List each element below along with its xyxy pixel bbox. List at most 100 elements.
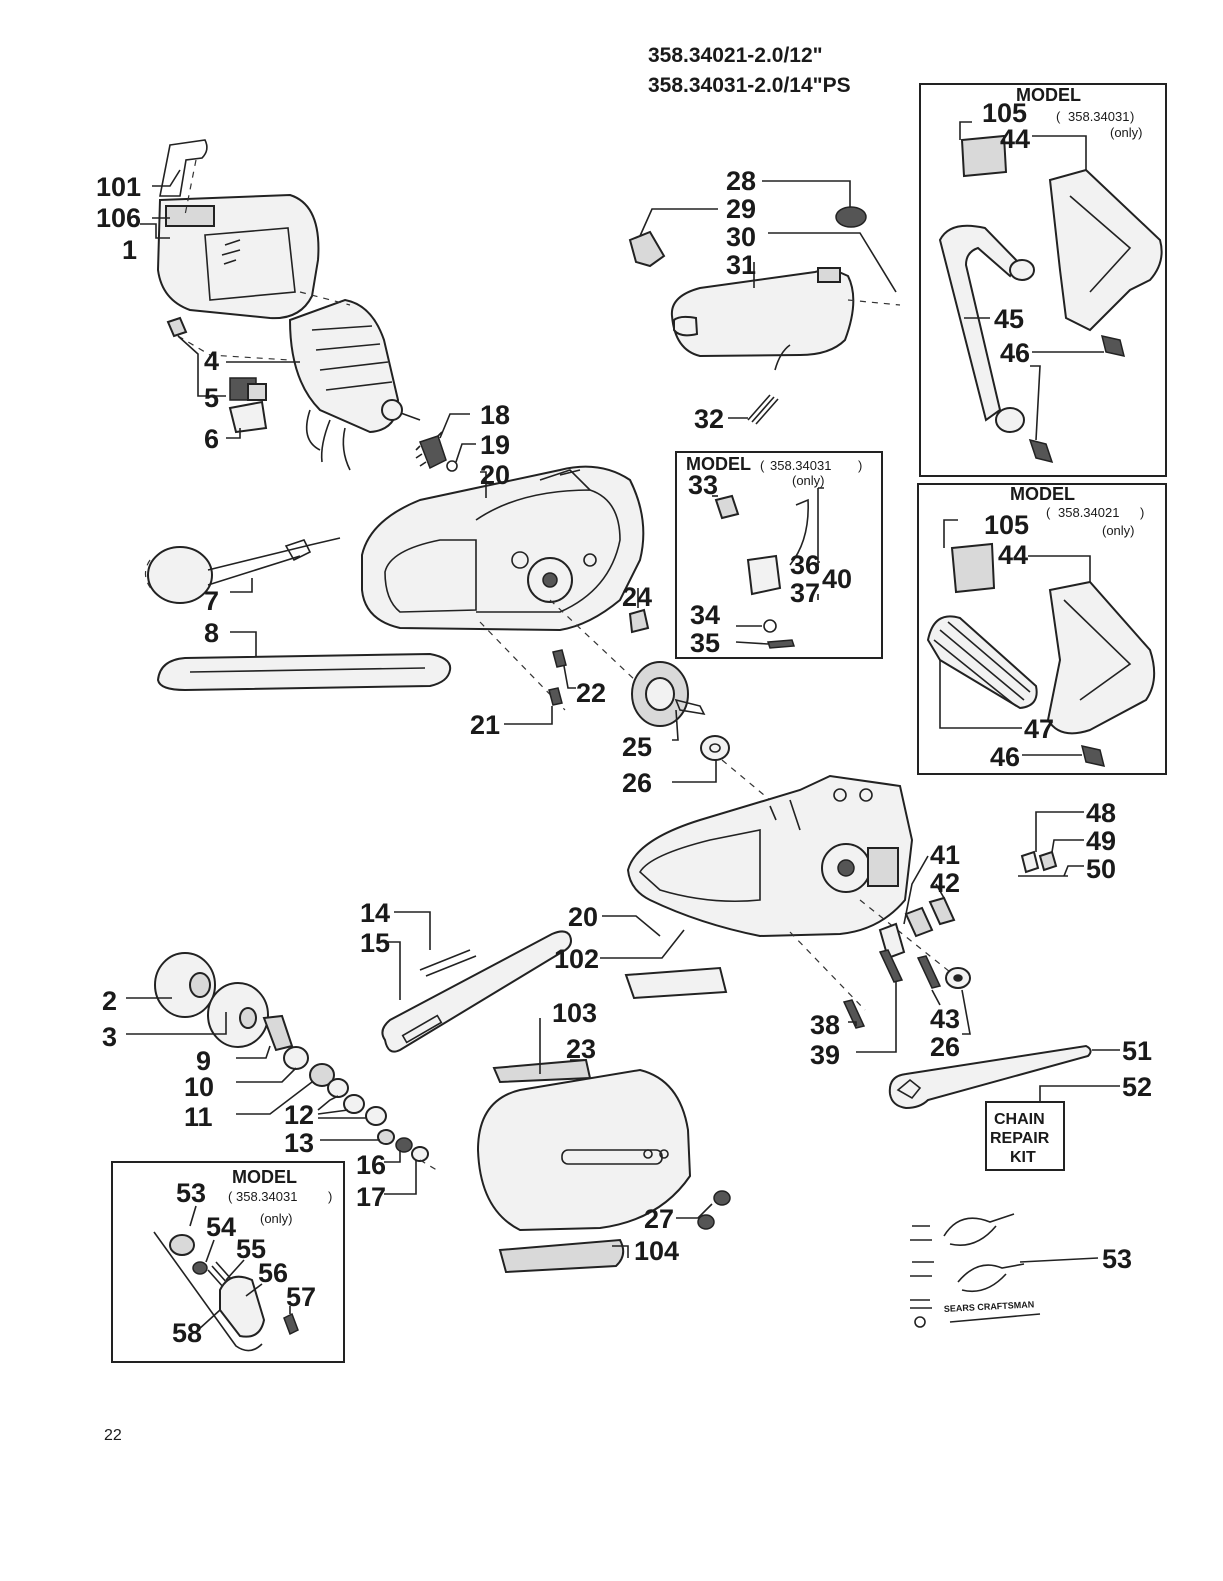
callout-1: 1 [122,235,137,265]
bottom-left-model-only: (only) [260,1211,293,1226]
callout-30: 30 [726,222,756,252]
mid-right-model-title: MODEL [1010,484,1075,504]
center-paren-close: ) [858,458,862,473]
callout-35: 35 [690,628,720,658]
callout-54: 54 [206,1212,236,1242]
callout-7: 7 [204,586,219,616]
bottom-left-model-number: 358.34031 [236,1189,297,1204]
mid-right-model-only: (only) [1102,523,1135,538]
part-small-hardware [1018,850,1068,877]
callout-15: 15 [360,928,390,958]
decal-102 [624,966,728,1000]
callout-104: 104 [634,1236,679,1266]
part-armature [288,298,421,471]
mid-right-paren-close: ) [1140,505,1144,520]
callout-42: 42 [930,868,960,898]
callout-43: 43 [930,1004,960,1034]
callout-20-upper: 20 [480,460,510,490]
callout-16: 16 [356,1150,386,1180]
callout-29: 29 [726,194,756,224]
callout-5: 5 [204,383,219,413]
part-tensioner [842,896,971,1029]
part-screws-21-22 [548,649,567,706]
callout-22: 22 [576,678,606,708]
callout-47: 47 [1024,714,1054,744]
kit-label-line-1: CHAIN [994,1111,1045,1128]
callout-48: 48 [1086,798,1116,828]
callout-19: 19 [480,430,510,460]
callout-25: 25 [622,732,652,762]
part-front-handle-and-guard [938,134,1163,464]
callout-58: 58 [172,1318,202,1348]
center-model-only: (only) [792,473,825,488]
callout-9: 9 [196,1046,211,1076]
callout-53-left: 53 [176,1178,206,1208]
callout-12: 12 [284,1100,314,1130]
model-header-line-1: 358.34021-2.0/12" [648,44,823,67]
callout-28: 28 [726,166,756,196]
callout-50: 50 [1086,854,1116,884]
callout-26-upper: 26 [622,768,652,798]
callout-51: 51 [1122,1036,1152,1066]
callout-46-upper: 46 [1000,338,1030,368]
callout-106: 106 [96,203,141,233]
callout-56: 56 [258,1258,288,1288]
bottom-left-paren-open: ( [228,1189,233,1204]
model-box-mid-right [917,483,1167,775]
callout-33: 33 [688,470,718,500]
bottom-left-paren-close: ) [328,1189,332,1204]
callout-13: 13 [284,1128,314,1158]
center-paren-open: ( [760,458,765,473]
callout-4: 4 [204,346,219,376]
part-power-cord [144,537,341,604]
callout-52: 52 [1122,1072,1152,1102]
callout-8: 8 [204,618,219,648]
callout-46-lower: 46 [990,742,1020,772]
part-switch-assembly [714,494,809,649]
center-model-title: MODEL [686,454,751,474]
part-owners-manual [910,1213,1041,1328]
callout-102: 102 [554,944,599,974]
callout-27: 27 [644,1204,674,1234]
callout-32: 32 [694,404,724,434]
callout-21: 21 [470,710,500,740]
part-chain-cover [476,1058,731,1274]
top-right-model-title: MODEL [1016,85,1081,105]
callout-24: 24 [622,582,652,612]
callout-numbers: 101 106 1 4 5 6 18 19 20 7 8 21 22 28 29… [96,98,1152,1348]
callout-41: 41 [930,840,960,870]
part-drive-gear [628,608,730,761]
part-oil-tank [628,206,867,425]
part-wrench [888,1044,1092,1110]
kit-label-line-3: KIT [1010,1149,1036,1166]
callout-103: 103 [552,998,597,1028]
callout-45: 45 [994,304,1024,334]
motor-decal [165,205,215,227]
part-clutch-assembly [154,952,429,1162]
callout-44-upper: 44 [1000,124,1030,154]
top-right-paren-open: ( [1056,109,1061,124]
page-number: 22 [104,1427,122,1444]
mid-right-paren-open: ( [1046,505,1051,520]
callout-37: 37 [790,578,820,608]
callout-20-lower: 20 [568,902,598,932]
callout-10: 10 [184,1072,214,1102]
model-box-center [675,451,883,659]
callout-57: 57 [286,1282,316,1312]
callout-105-lower: 105 [984,510,1029,540]
callout-17: 17 [356,1182,386,1212]
part-rear-handle-and-guard [926,542,1156,767]
part-right-housing [626,774,914,938]
model-box-bottom-left [111,1161,345,1363]
decal-brand-text: SEARS CRAFTSMAN [944,1299,1035,1314]
mid-right-model-number: 358.34021 [1058,505,1119,520]
model-header-line-2: 358.34031-2.0/14"PS [648,74,851,97]
callout-23: 23 [566,1034,596,1064]
callout-36: 36 [790,550,820,580]
part-left-housing [361,465,645,632]
callout-18: 18 [480,400,510,430]
top-right-model-only: (only) [1110,125,1143,140]
callout-11: 11 [184,1102,213,1132]
part-guide-bar-8 [156,652,452,692]
